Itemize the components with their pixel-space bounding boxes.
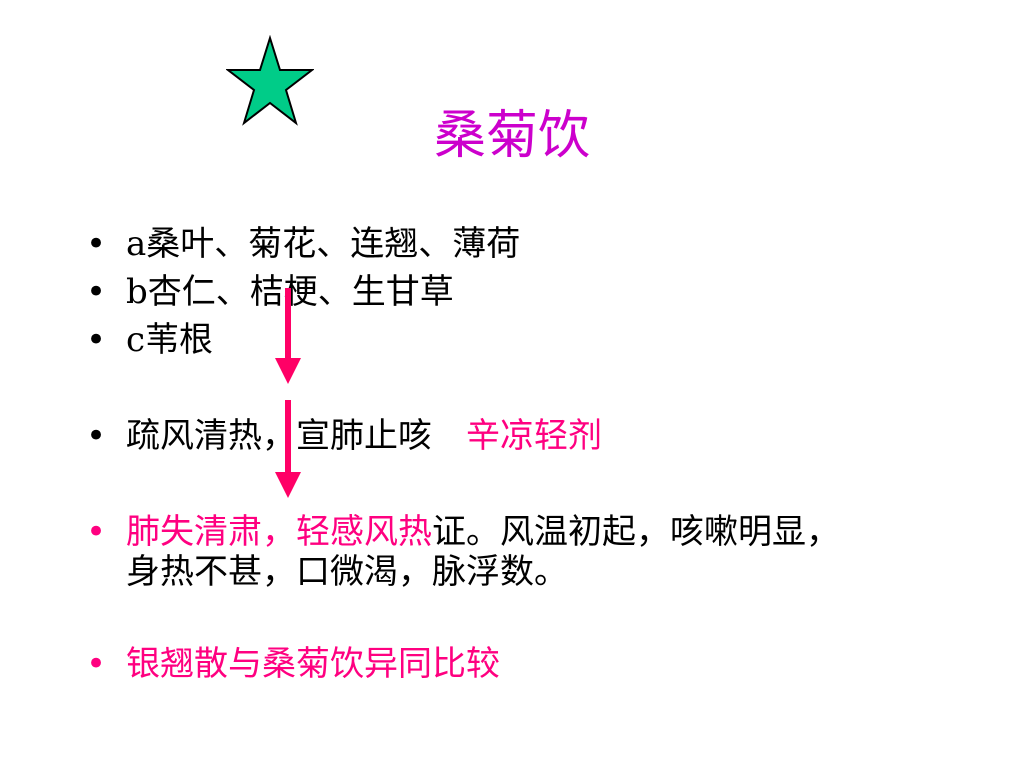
list-item: • c苇根 [86, 320, 213, 360]
list-item: • 疏风清热，宣肺止咳辛凉轻剂 [86, 416, 602, 456]
bullet-marker: • [86, 224, 107, 264]
down-arrow-icon [275, 400, 301, 498]
compare-text: 银翘散与桑菊饮异同比较 [126, 644, 500, 684]
bullet-marker: • [86, 272, 107, 312]
star-icon [226, 35, 314, 126]
down-arrow-icon [275, 288, 301, 384]
list-item: • a桑叶、菊花、连翘、薄荷 [86, 224, 520, 264]
list-item: • 银翘散与桑菊饮异同比较 [86, 644, 500, 684]
bullet-marker: • [86, 512, 107, 552]
bullet-marker: • [86, 416, 107, 456]
ingredients-c: c苇根 [126, 320, 214, 360]
indication-line2: 身热不甚，口微渴，脉浮数。 [126, 552, 568, 592]
title-text: 桑菊饮 [433, 106, 590, 166]
bullet-marker: • [86, 644, 107, 684]
function-text: 疏风清热，宣肺止咳辛凉轻剂 [126, 416, 602, 456]
indication-text: 肺失清肃，轻感风热证。风温初起，咳嗽明显， 身热不甚，口微渴，脉浮数。 [126, 512, 840, 592]
ingredients-a: a桑叶、菊花、连翘、薄荷 [126, 224, 521, 264]
list-item: • b杏仁、桔梗、生甘草 [86, 272, 454, 312]
indication-highlight: 肺失清肃，轻感风热 [126, 512, 432, 552]
slide-title: 桑菊饮 [0, 104, 1024, 168]
function-main: 疏风清热，宣肺止咳 [126, 416, 432, 456]
function-highlight: 辛凉轻剂 [466, 416, 602, 456]
bullet-marker: • [86, 320, 107, 360]
list-item: • 肺失清肃，轻感风热证。风温初起，咳嗽明显， 身热不甚，口微渴，脉浮数。 [86, 512, 840, 592]
indication-line1: 证。风温初起，咳嗽明显， [432, 512, 840, 552]
